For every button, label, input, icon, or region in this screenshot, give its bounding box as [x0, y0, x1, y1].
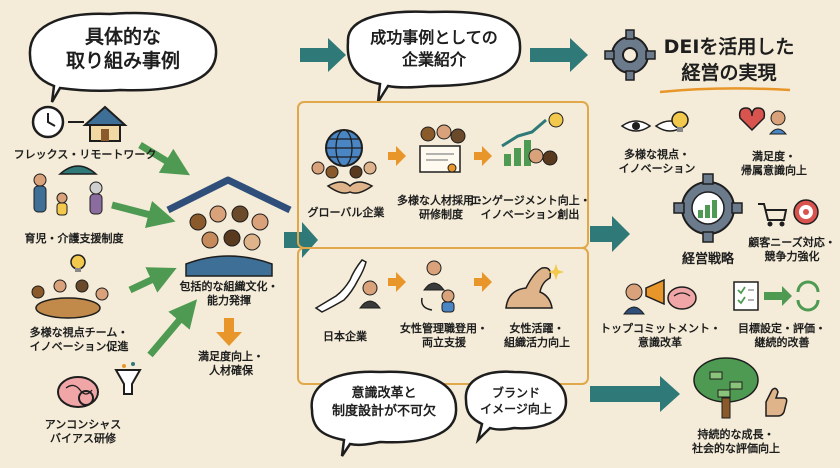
label-goals-1: 目標設定・評価・	[738, 322, 826, 335]
globe-icon	[311, 129, 377, 179]
brain-icon	[667, 286, 697, 310]
label-bias-2: バイアス研修	[50, 432, 116, 445]
megaphone-icon	[623, 278, 665, 315]
header-dei-line2: 経営の実現	[681, 62, 777, 84]
team-table-icon	[31, 279, 109, 319]
label-growth-1: 持続的な成長・	[697, 428, 775, 441]
header-arrow-2	[530, 38, 588, 72]
header-cases-line1: 成功事例としての	[370, 28, 498, 47]
label-perspectives-1: 多様な視点・	[624, 148, 690, 161]
label-global-step2-1: エンゲージメント向上・	[470, 194, 591, 207]
certificate-icon	[419, 124, 466, 173]
label-commitment-1: トップコミットメント・	[600, 322, 721, 335]
label-reform-2: 制度設計が不可欠	[331, 404, 436, 419]
growth-chart-icon	[501, 112, 564, 166]
step-arrow	[388, 272, 406, 292]
label-customer-2: 競争力強化	[764, 250, 820, 263]
step-arrow	[764, 286, 792, 306]
label-japan-step1-1: 女性管理職登用・	[400, 322, 488, 335]
money-tree-icon	[693, 357, 759, 419]
header-bubble-cases	[346, 10, 522, 103]
house-icon	[82, 105, 128, 142]
brand-bubble	[464, 370, 568, 445]
label-result-1: 満足度向上・	[198, 350, 264, 363]
label-brand-1: ブランド	[491, 386, 540, 400]
gear-icon	[604, 29, 656, 81]
header-cases-line2: 企業紹介	[401, 50, 466, 69]
header-bubble-examples	[28, 11, 218, 103]
japan-map-icon	[314, 259, 367, 313]
diverse-people-icon	[185, 205, 273, 277]
cycle-icon	[796, 280, 820, 312]
brain-icon	[57, 376, 99, 408]
flexed-arm-icon	[505, 264, 564, 309]
label-bias-1: アンコンシャス	[44, 418, 122, 431]
strategy-gear-icon	[673, 173, 743, 243]
label-brand-2: イメージ向上	[480, 402, 552, 416]
label-satisfaction-2: 帰属意識向上	[741, 164, 807, 177]
checklist-icon	[733, 281, 759, 311]
flow-arrow	[147, 299, 198, 358]
label-reform-1: 意識改革と	[351, 386, 417, 401]
label-growth-2: 社会的な評価向上	[692, 442, 780, 455]
label-flex-remote: フレックス・リモートワーク	[13, 148, 157, 161]
label-japan-step2-2: 組織活力向上	[504, 336, 570, 349]
label-goals-2: 継続的改善	[754, 336, 810, 349]
flow-arrow	[111, 200, 176, 229]
header-dei-line1: DEIを活用した	[663, 36, 795, 58]
label-commitment-2: 意識改革	[638, 336, 682, 349]
label-customer-1: 顧客ニーズ対応・	[748, 236, 836, 249]
flow-arrow	[128, 267, 177, 294]
step-arrow	[474, 146, 492, 166]
header-arrow-1	[300, 38, 346, 72]
header-examples-line1: 具体的な	[84, 26, 161, 48]
header-examples-line2: 取り組み事例	[65, 50, 180, 72]
flow-arrow	[138, 142, 190, 176]
label-japan-company: 日本企業	[323, 330, 367, 343]
label-global-step1-2: 研修制度	[419, 208, 463, 221]
result-arrow	[216, 318, 242, 346]
label-global-company: グローバル企業	[307, 206, 385, 219]
label-global-step1-1: 多様な人材採用・	[397, 194, 485, 207]
global-panel	[297, 101, 589, 249]
clock-icon	[31, 105, 65, 139]
label-strategy: 経営戦略	[681, 252, 734, 267]
lightbulb-icon	[70, 254, 86, 272]
label-perspectives-2: イノベーション	[618, 162, 696, 175]
thumbs-up-icon	[765, 387, 788, 417]
umbrella-family-icon	[33, 165, 103, 216]
target-icon	[793, 199, 819, 225]
label-japan-step2-1: 女性活躍・	[509, 322, 565, 335]
businesswoman-icon	[359, 280, 381, 309]
cart-icon	[758, 203, 788, 227]
handshake-icon	[326, 181, 374, 194]
flow-arrow	[590, 216, 630, 252]
label-culture-1: 包括的な組織文化・	[179, 280, 279, 293]
header-underline	[659, 87, 791, 94]
heart-icon	[738, 107, 788, 135]
flow-arrow	[284, 222, 318, 258]
mother-child-icon	[420, 260, 455, 313]
label-satisfaction-1: 満足度・	[752, 150, 796, 163]
step-arrow	[474, 272, 492, 292]
house-roof-icon	[166, 176, 292, 214]
label-global-step2-2: イノベーション創出	[480, 208, 580, 221]
label-culture-2: 能力発揮	[207, 294, 251, 307]
label-team-2: イノベーション促進	[29, 340, 129, 353]
flow-arrow	[590, 376, 680, 412]
funnel-icon	[114, 362, 142, 395]
label-japan-step1-2: 両立支援	[422, 336, 466, 349]
label-childcare: 育児・介護支援制度	[24, 232, 124, 245]
label-team-1: 多様な視点チーム・	[29, 326, 129, 339]
step-arrow	[388, 146, 406, 166]
label-result-2: 人材確保	[209, 364, 253, 377]
reform-bubble	[310, 370, 458, 457]
lightbulb-icon	[671, 111, 689, 132]
